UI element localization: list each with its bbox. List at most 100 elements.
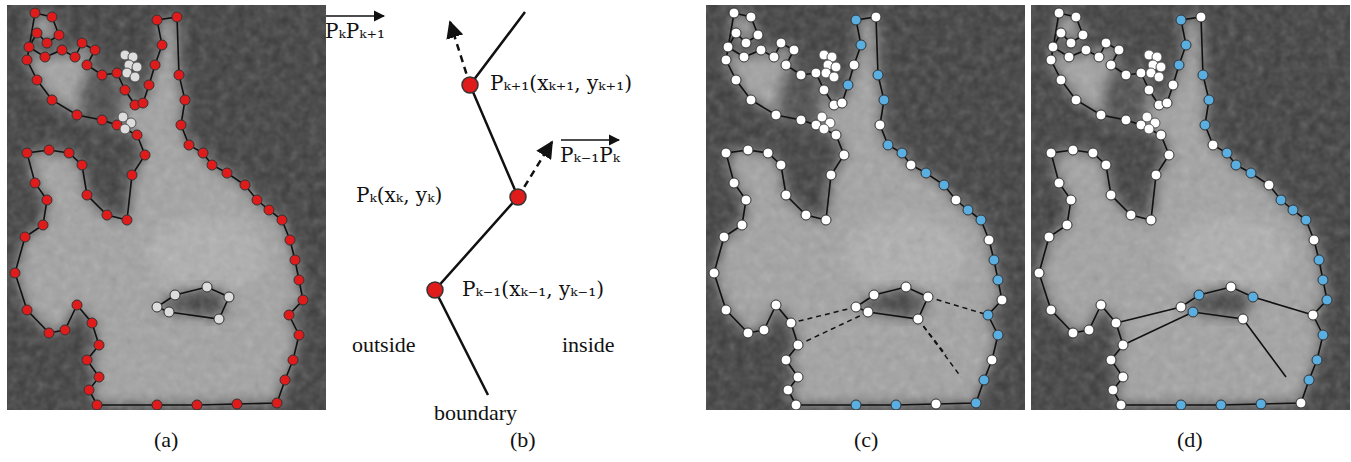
boundary-point bbox=[87, 318, 97, 328]
boundary-point bbox=[1046, 148, 1056, 158]
boundary-line bbox=[15, 13, 303, 405]
boundary-point bbox=[38, 220, 48, 230]
label-holder: Pₖ₋₁Pₖ bbox=[560, 144, 620, 167]
boundary-point bbox=[721, 305, 731, 315]
boundary-point bbox=[20, 232, 30, 242]
boundary-point bbox=[1256, 399, 1266, 409]
boundary-point bbox=[753, 30, 763, 40]
boundary-line bbox=[1039, 13, 1327, 405]
isolated-point bbox=[1144, 124, 1154, 134]
label-holder: (b) bbox=[510, 427, 536, 452]
boundary-point bbox=[731, 28, 741, 38]
boundary-point bbox=[856, 40, 866, 50]
candidate-link bbox=[918, 319, 961, 377]
boundary-point bbox=[47, 12, 57, 22]
boundary-point bbox=[288, 355, 298, 365]
boundary-point bbox=[77, 38, 87, 48]
boundary-point bbox=[22, 55, 32, 65]
direction-arrow bbox=[518, 142, 552, 197]
boundary-point bbox=[1118, 340, 1128, 350]
boundary-point bbox=[277, 215, 287, 225]
boundary-point bbox=[796, 115, 806, 125]
boundary-point bbox=[47, 95, 57, 105]
boundary-point bbox=[82, 190, 92, 200]
boundary-point bbox=[1231, 160, 1241, 170]
hole-point bbox=[901, 282, 911, 292]
point-label: Pₖ(xₖ, yₖ) bbox=[356, 183, 442, 207]
boundary-point bbox=[40, 52, 50, 62]
boundary-point bbox=[1101, 160, 1111, 170]
boundary-point bbox=[176, 120, 186, 130]
vector-label: PₖPₖ₊₁ bbox=[325, 19, 385, 43]
boundary-point bbox=[723, 42, 733, 52]
boundary-point bbox=[44, 328, 54, 338]
boundary-point bbox=[821, 215, 831, 225]
boundary-point bbox=[510, 189, 526, 205]
boundary-line bbox=[435, 12, 525, 395]
boundary-point bbox=[1054, 8, 1064, 18]
boundary-point bbox=[140, 150, 150, 160]
boundary-point bbox=[987, 355, 997, 365]
boundary-point bbox=[264, 205, 274, 215]
boundary-point bbox=[1156, 130, 1166, 140]
boundary-point bbox=[1048, 42, 1058, 52]
boundary-point bbox=[1101, 38, 1111, 48]
candidate-link bbox=[791, 307, 856, 323]
boundary-point bbox=[1301, 215, 1311, 225]
boundary-point bbox=[971, 398, 981, 408]
boundary-point bbox=[1208, 140, 1218, 150]
boundary-point bbox=[783, 385, 793, 395]
boundary-point bbox=[781, 355, 791, 365]
boundary-point bbox=[1176, 400, 1186, 410]
hole-point bbox=[1194, 290, 1204, 300]
merged-line bbox=[1123, 312, 1286, 377]
boundary-point bbox=[122, 215, 132, 225]
boundary-point bbox=[1216, 400, 1226, 410]
boundary-point bbox=[1034, 268, 1044, 278]
boundary-point bbox=[871, 12, 881, 22]
texture bbox=[706, 5, 1025, 410]
boundary-point bbox=[1084, 325, 1094, 335]
boundary-point bbox=[1198, 70, 1208, 80]
isolated-point bbox=[1156, 62, 1166, 72]
boundary-point bbox=[837, 98, 847, 108]
boundary-point bbox=[1121, 70, 1131, 80]
label-holder: boundary bbox=[434, 400, 517, 425]
boundary-point bbox=[10, 268, 20, 278]
hole-point bbox=[863, 307, 873, 317]
boundary-point bbox=[102, 210, 112, 220]
boundary-point bbox=[22, 305, 32, 315]
boundary-point bbox=[94, 372, 104, 382]
boundary-point bbox=[132, 130, 142, 140]
boundary-point bbox=[1114, 45, 1124, 55]
boundary-point bbox=[72, 300, 82, 310]
boundary-point bbox=[172, 12, 182, 22]
micrograph-ground bbox=[706, 5, 1025, 410]
boundary-point bbox=[54, 30, 64, 40]
boundary-point bbox=[721, 55, 731, 65]
boundary-point bbox=[294, 330, 304, 340]
boundary-point bbox=[931, 399, 941, 409]
boundary-point bbox=[1078, 30, 1088, 40]
boundary-point bbox=[32, 28, 42, 38]
boundary-point bbox=[64, 148, 74, 158]
boundary-point bbox=[831, 130, 841, 140]
boundary-point bbox=[1062, 220, 1072, 230]
boundary-point bbox=[272, 398, 282, 408]
hole-point bbox=[923, 292, 933, 302]
boundary-point bbox=[24, 42, 34, 52]
boundary-point bbox=[993, 275, 1003, 285]
vector-overarrow bbox=[561, 139, 619, 141]
boundary-point bbox=[976, 215, 986, 225]
boundary-point bbox=[1056, 28, 1066, 38]
boundary-point bbox=[97, 70, 107, 80]
boundary-point bbox=[1096, 300, 1106, 310]
boundary-point bbox=[1106, 60, 1116, 70]
boundary-point bbox=[285, 235, 295, 245]
boundary-point bbox=[851, 400, 861, 410]
label-holder: Pₖ₊₁(xₖ₊₁, yₖ₊₁) bbox=[490, 72, 632, 95]
boundary-point bbox=[826, 170, 836, 180]
boundary-point bbox=[240, 180, 250, 190]
hole-point bbox=[1248, 292, 1258, 302]
